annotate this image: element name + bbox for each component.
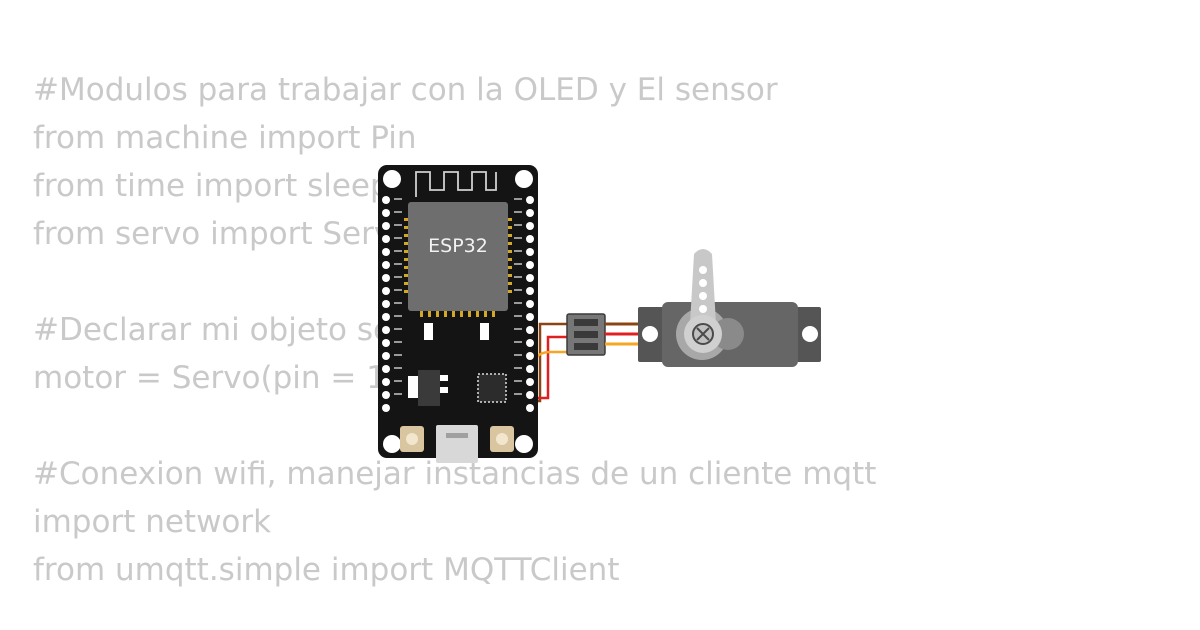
chip-label: ESP32 (428, 235, 488, 257)
board-silkscreen-marks (394, 198, 522, 395)
esp32-board[interactable]: ESP32 (378, 165, 538, 463)
usb-uart-chip (477, 373, 507, 403)
antenna-trace (415, 171, 497, 197)
voltage-regulator (408, 370, 448, 406)
code-line: from time import sleep (33, 168, 390, 204)
esp32-chip (408, 202, 508, 311)
code-line: import network (33, 504, 272, 540)
board-pins-left (382, 196, 390, 412)
boot-button[interactable] (400, 426, 424, 452)
reset-button[interactable] (490, 426, 514, 452)
board-pins-right (526, 196, 534, 412)
antenna-connectors (424, 323, 489, 340)
chip-pads (404, 218, 512, 317)
code-line: from machine import Pin (33, 120, 417, 156)
code-line: #Modulos para trabajar con la OLED y El … (33, 72, 778, 108)
servo-motor[interactable] (566, 249, 821, 367)
code-editor-background: #Modulos para trabajar con la OLED y El … (33, 66, 876, 594)
code-line: from umqtt.simple import MQTTClient (33, 552, 620, 588)
usb-port[interactable] (436, 425, 478, 463)
